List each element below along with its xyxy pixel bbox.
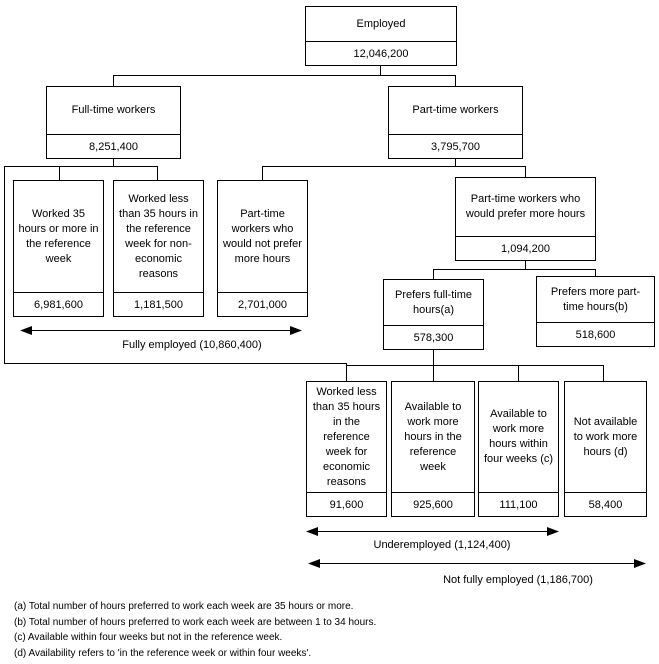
node-value: 8,251,400 [47,134,180,158]
node-available-within-four-weeks: Available to work more hours within four… [478,381,559,517]
node-value: 111,100 [479,492,558,516]
node-label: Worked 35 hours or more in the reference… [18,207,99,265]
fully-employed-caption: Fully employed (10,860,400) [122,339,262,351]
node-not-available: Not available to work more hours (d) 58,… [564,381,647,517]
node-label: Prefers more part-time hours(b) [550,285,641,313]
node-label: Worked less than 35 hours in the referen… [119,192,198,280]
node-label: Worked less than 35 hours in the referen… [312,385,381,488]
node-full-time-workers: Full-time workers 8,251,400 [46,86,181,159]
not-fully-employed-right-arrowhead [634,559,646,568]
node-label: Prefers full-time hours(a) [394,288,473,316]
node-label: Available to work more hours in the refe… [404,400,462,473]
node-prefers-full-time-hours: Prefers full-time hours(a) 578,300 [383,279,484,350]
node-value: 578,300 [384,325,483,349]
node-value: 1,181,500 [114,292,203,316]
underemployed-left-arrowhead [306,527,318,536]
node-part-time-workers: Part-time workers 3,795,700 [388,86,523,159]
node-worked-less-non-economic: Worked less than 35 hours in the referen… [113,180,204,317]
node-prefers-more-part-time-hours: Prefers more part-time hours(b) 518,600 [536,276,655,347]
node-label: Part-time workers who would prefer more … [465,193,586,220]
node-value: 6,981,600 [14,292,103,316]
node-worked-35-plus: Worked 35 hours or more in the reference… [13,180,104,317]
node-worked-less-economic: Worked less than 35 hours in the referen… [306,381,387,517]
footnote-d: (d) Availability refers to 'in the refer… [14,647,312,659]
node-label: Employed [356,17,406,30]
node-label: Part-time workers [412,104,499,116]
footnote-c: (c) Available within four weeks but not … [14,632,283,643]
node-value: 3,795,700 [389,134,522,158]
node-value: 2,701,000 [218,292,307,316]
node-label: Not available to work more hours (d) [573,415,638,458]
footnotes: (a) Total number of hours preferred to w… [14,599,376,661]
node-label: Full-time workers [71,104,156,116]
node-label: Part-time workers who would not prefer m… [223,207,302,265]
fully-employed-left-arrowhead [20,326,32,335]
node-value: 58,400 [565,492,646,516]
node-label: Available to work more hours within four… [483,408,554,465]
node-value: 925,600 [392,492,474,516]
footnote-a: (a) Total number of hours preferred to w… [14,601,354,612]
node-pt-not-prefer-more-hours: Part-time workers who would not prefer m… [217,180,308,317]
not-fully-employed-caption: Not fully employed (1,186,700) [443,574,593,586]
node-value: 1,094,200 [456,236,595,260]
node-value: 91,600 [307,492,386,516]
node-pt-prefer-more-hours: Part-time workers who would prefer more … [455,177,596,261]
underemployed-right-arrowhead [547,527,559,536]
node-available-in-reference-week: Available to work more hours in the refe… [391,381,475,517]
not-fully-employed-left-arrowhead [308,559,320,568]
footnote-b: (b) Total number of hours preferred to w… [14,616,377,628]
node-value: 12,046,200 [306,41,456,65]
node-employed: Employed 12,046,200 [305,6,457,66]
underemployed-caption: Underemployed (1,124,400) [373,539,511,551]
node-value: 518,600 [537,322,654,346]
fully-employed-right-arrowhead [290,326,302,335]
